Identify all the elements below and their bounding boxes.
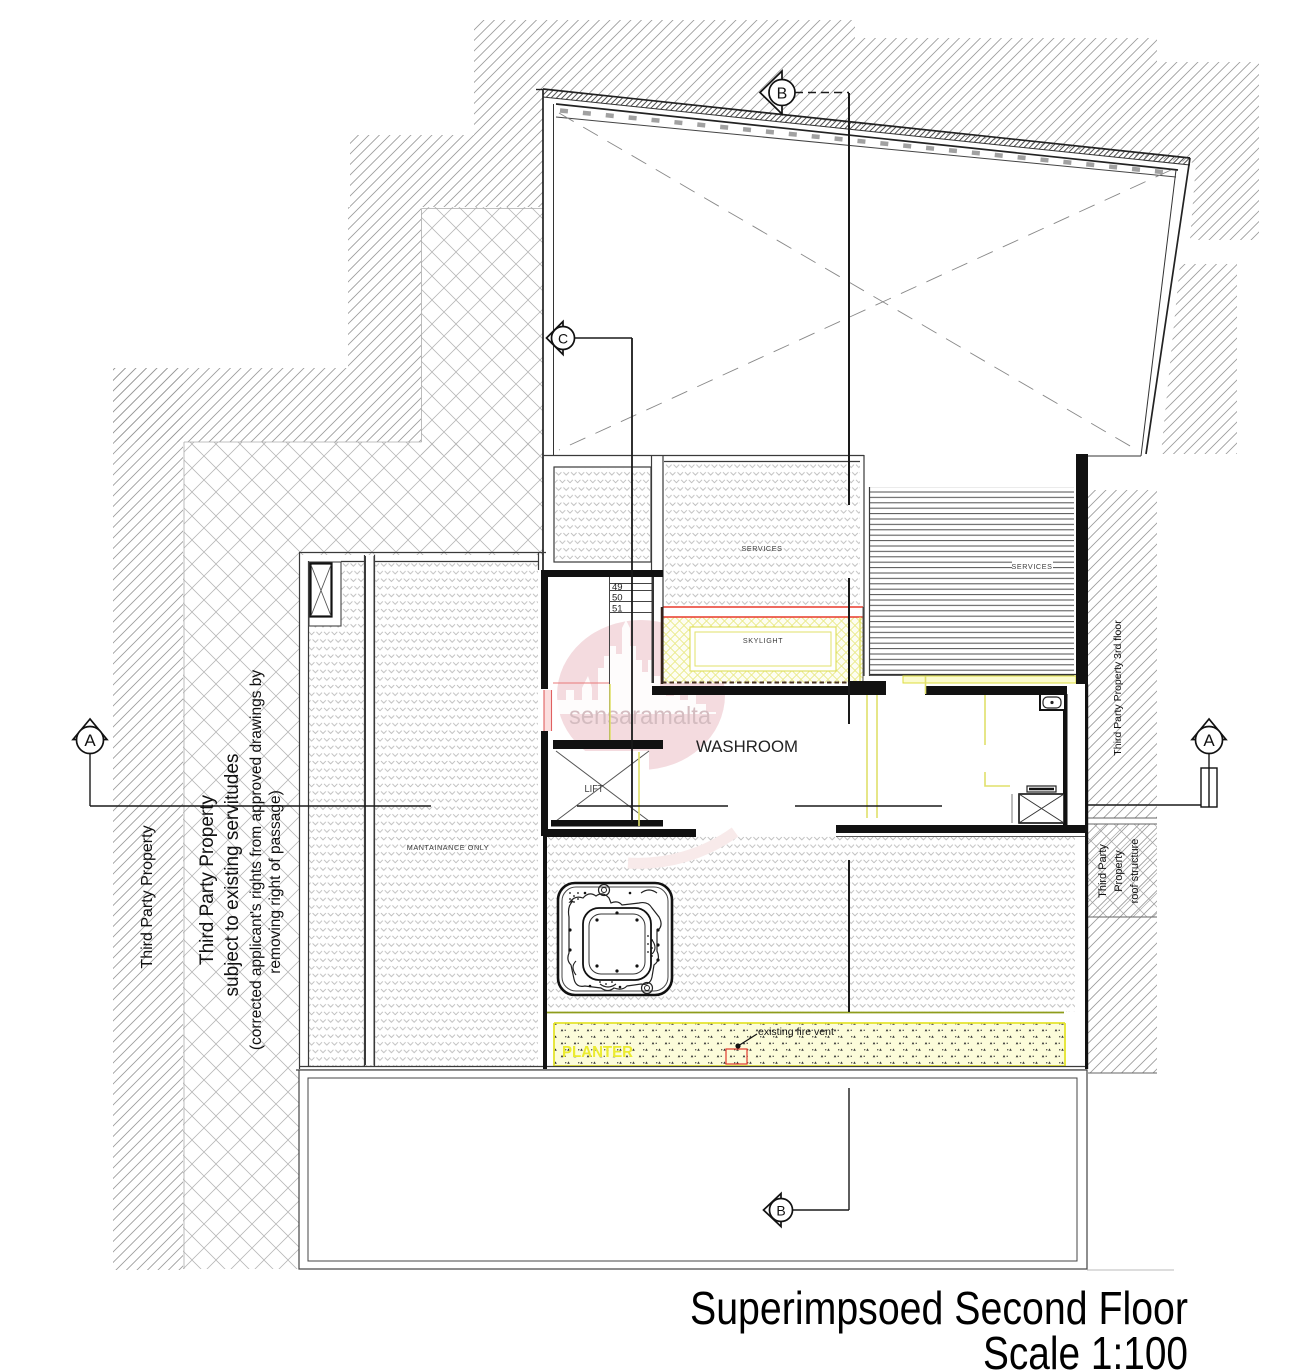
svg-text:Third Party Property: Third Party Property — [197, 795, 218, 965]
svg-text:49: 49 — [612, 582, 623, 593]
svg-text:Third Party: Third Party — [1097, 844, 1109, 898]
svg-text:sensaramalta: sensaramalta — [569, 702, 711, 730]
svg-text:C: C — [558, 331, 568, 347]
svg-text:PLANTER: PLANTER — [562, 1044, 633, 1061]
svg-text:(corrected applicant's rights: (corrected applicant's rights from appro… — [248, 670, 265, 1051]
svg-text:Third Party Property: Third Party Property — [139, 825, 156, 968]
svg-text:Superimpsoed Second Floor: Superimpsoed Second Floor — [690, 1282, 1188, 1334]
svg-text:roof structure: roof structure — [1129, 839, 1141, 904]
svg-text:SERVICES: SERVICES — [741, 544, 782, 553]
svg-text:Third Party Property 3rd floor: Third Party Property 3rd floor — [1112, 620, 1124, 756]
svg-text:50: 50 — [612, 593, 623, 604]
svg-text:B: B — [776, 1203, 785, 1219]
svg-text:SKYLIGHT: SKYLIGHT — [743, 636, 783, 645]
svg-text:WASHROOM: WASHROOM — [696, 738, 798, 756]
svg-text:LIFT: LIFT — [585, 784, 604, 795]
svg-text:removing right of passage): removing right of passage) — [267, 790, 284, 974]
svg-text:Property: Property — [1113, 850, 1125, 892]
svg-text:Scale 1:100: Scale 1:100 — [983, 1327, 1188, 1372]
svg-text:existing fire vent: existing fire vent — [758, 1026, 834, 1038]
svg-text:51: 51 — [612, 604, 623, 615]
svg-text:A: A — [84, 731, 96, 750]
svg-text:MANTAINANCE ONLY: MANTAINANCE ONLY — [407, 843, 489, 852]
svg-text:A: A — [1203, 731, 1215, 750]
svg-text:B: B — [777, 86, 788, 103]
svg-text:SERVICES: SERVICES — [1011, 562, 1052, 571]
svg-text:subject to existing servitudes: subject to existing servitudes — [222, 754, 243, 997]
